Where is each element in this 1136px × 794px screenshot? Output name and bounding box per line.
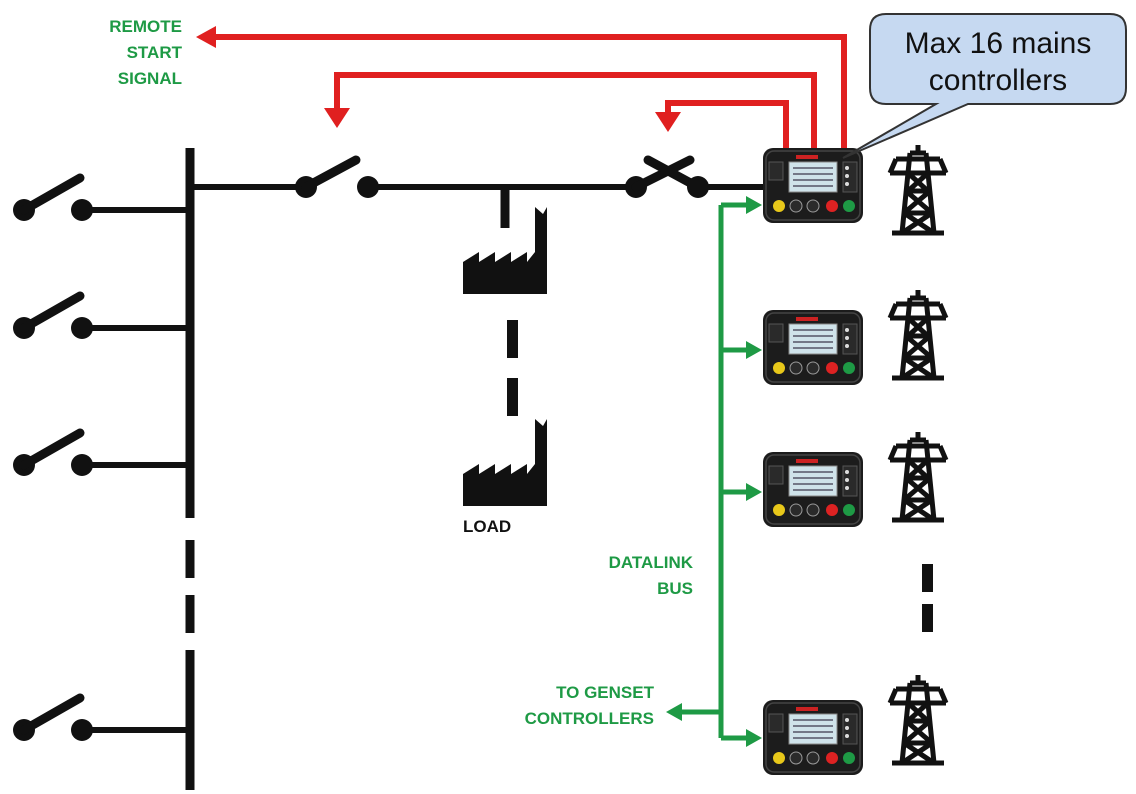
transmission-tower-icon [890,145,946,233]
transmission-tower-icon [890,432,946,520]
breaker-switch-icon [13,296,186,339]
breaker-switch-icon [13,698,186,741]
load-label: LOAD [463,517,511,536]
mains-controller-icon [762,451,864,528]
factory-icon [463,419,547,506]
remote-start-label-line1: REMOTE [109,17,182,36]
callout-text-line1: Max 16 mains [905,27,1092,60]
mains-controller-icon [762,309,864,386]
remote-start-signal-line [196,26,847,150]
genset-label-line1: TO GENSET [556,683,655,702]
mains-controller-icon [762,699,864,776]
breaker-control-line-2 [655,100,789,150]
load-continuation-dashes [507,320,518,416]
breaker-control-line-1 [324,72,817,150]
genset-label-line2: CONTROLLERS [525,709,654,728]
load-bus [190,155,768,198]
callout-text-line2: controllers [929,64,1067,97]
breaker-switch-icon [13,433,186,476]
remote-start-label-line3: SIGNAL [118,69,182,88]
transmission-tower-icon [890,290,946,378]
datalink-label-line2: BUS [657,579,693,598]
pylon-continuation-dashes [922,564,933,632]
remote-start-label-line2: START [127,43,183,62]
datalink-label-line1: DATALINK [609,553,694,572]
transmission-tower-icon [890,675,946,763]
mains-controller-icon [762,147,864,224]
breaker-switch-icon [13,178,186,221]
callout-bubble: Max 16 mains controllers [842,13,1127,159]
datalink-bus [666,196,762,747]
